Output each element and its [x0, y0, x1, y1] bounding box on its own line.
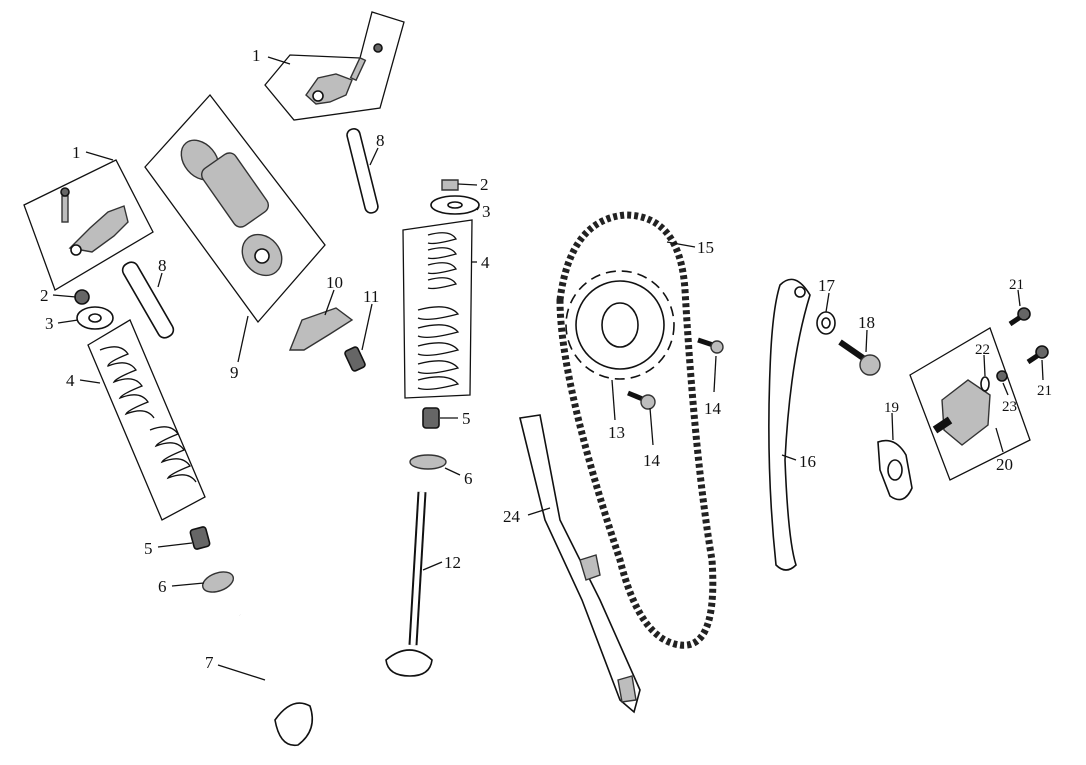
callout-22: 22 — [975, 342, 990, 358]
valve-cotter-right — [441, 179, 459, 191]
valve-seal-left — [189, 526, 211, 550]
tensioner-bolt-upper — [1008, 307, 1031, 327]
callout-8-lower: 8 — [158, 256, 167, 275]
spring-seat-left — [201, 571, 235, 593]
callout-9: 9 — [230, 363, 239, 382]
callout-8-upper: 8 — [376, 131, 385, 150]
spring-seat-right — [409, 454, 447, 470]
callout-14-upper: 14 — [704, 399, 722, 418]
lever-bolt — [344, 346, 366, 372]
tensioner-bolt-lower — [1026, 345, 1049, 365]
callout-23: 23 — [1002, 399, 1017, 415]
callout-10: 10 — [326, 273, 343, 292]
valve-cotter-left — [74, 289, 90, 305]
rocker-shaft-upper — [346, 128, 379, 214]
camshaft — [144, 93, 326, 324]
rocker-arm-assembly-lower — [23, 159, 154, 291]
callout-13: 13 — [608, 423, 625, 442]
callout-4-left: 4 — [66, 371, 75, 390]
callout-11: 11 — [363, 287, 379, 306]
sprocket-bolt-lower — [627, 390, 656, 410]
tensioner-cap-bolt — [996, 370, 1008, 382]
spring-retainer-right — [430, 195, 480, 215]
callout-4-right: 4 — [481, 253, 490, 272]
callout-1-lower: 1 — [72, 143, 81, 162]
cam-lever — [288, 307, 354, 351]
callout-19: 19 — [884, 400, 899, 416]
leader-lines — [52, 56, 1044, 681]
callout-5-left: 5 — [144, 539, 153, 558]
rocker-arm-assembly-upper — [264, 11, 405, 121]
callout-20: 20 — [996, 455, 1013, 474]
callout-24: 24 — [503, 507, 521, 526]
chain-tensioner-assembly — [909, 327, 1031, 481]
callout-2-right: 2 — [480, 175, 489, 194]
callout-6-left: 6 — [158, 577, 167, 596]
callout-21-upper: 21 — [1009, 277, 1024, 293]
callout-2-left: 2 — [40, 286, 49, 305]
valve-right — [385, 491, 433, 677]
valve-left — [238, 614, 314, 747]
callout-3-left: 3 — [45, 314, 54, 333]
callout-12: 12 — [444, 553, 461, 572]
chain-guide — [519, 414, 641, 714]
tensioner-pivot-bolt — [838, 339, 881, 376]
callout-1-upper: 1 — [252, 46, 261, 65]
callout-14-lower: 14 — [643, 451, 661, 470]
washer — [816, 311, 836, 335]
callout-16: 16 — [799, 452, 816, 471]
cam-sprocket — [565, 270, 675, 380]
valve-seal-right — [422, 407, 440, 429]
callout-5-right: 5 — [462, 409, 471, 428]
callout-17: 17 — [818, 276, 836, 295]
callout-3-right: 3 — [482, 202, 491, 221]
callout-labels: 1 1 2 2 3 3 4 4 5 5 6 6 7 8 8 9 10 11 12… — [40, 46, 1052, 672]
sprocket-bolt-upper — [697, 337, 724, 354]
callout-21-lower: 21 — [1037, 383, 1052, 399]
o-ring — [980, 376, 990, 392]
callout-15: 15 — [697, 238, 714, 257]
tensioner-gasket — [877, 439, 913, 501]
valve-spring-right — [402, 219, 473, 399]
callout-18: 18 — [858, 313, 875, 332]
tensioner-blade — [768, 278, 811, 571]
callout-6-right: 6 — [464, 469, 473, 488]
spring-retainer-left — [76, 306, 114, 330]
rocker-shaft-lower — [121, 261, 175, 339]
callout-7: 7 — [205, 653, 214, 672]
valve-spring-left — [87, 319, 206, 521]
